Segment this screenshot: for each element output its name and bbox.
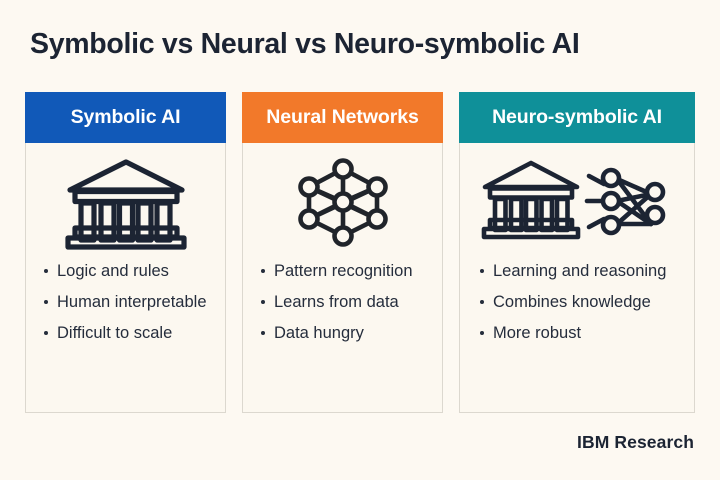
card-header-neuro-symbolic-ai: Neuro-symbolic AI — [459, 92, 695, 143]
list-item: Learning and reasoning — [478, 261, 682, 281]
list-item: Learns from data — [259, 292, 430, 312]
temple-part — [481, 160, 581, 240]
list-item: Data hungry — [259, 323, 430, 343]
bullet-list-symbolic-ai: Logic and rules Human interpretable Diff… — [26, 261, 225, 412]
list-item: Combines knowledge — [478, 292, 682, 312]
list-item: Logic and rules — [42, 261, 213, 281]
card-neuro-symbolic-ai: Neuro-symbolic AI — [459, 92, 695, 413]
footer-brand: IBM Research — [577, 432, 694, 452]
list-item: More robust — [478, 323, 682, 343]
temple-plus-network-icon — [460, 143, 694, 261]
card-symbolic-ai: Symbolic AI Logic and rules Human interp… — [25, 92, 226, 413]
bullet-list-neuro-symbolic-ai: Learning and reasoning Combines knowledg… — [460, 261, 694, 412]
list-item: Difficult to scale — [42, 323, 213, 343]
card-header-symbolic-ai: Symbolic AI — [25, 92, 226, 143]
classical-temple-icon — [26, 143, 225, 261]
bullet-list-neural-networks: Pattern recognition Learns from data Dat… — [243, 261, 442, 412]
card-row: Symbolic AI Logic and rules Human interp… — [25, 92, 695, 413]
list-item: Human interpretable — [42, 292, 213, 312]
list-item: Pattern recognition — [259, 261, 430, 281]
neural-network-graph-icon — [243, 143, 442, 261]
network-part — [584, 167, 666, 236]
page-title: Symbolic vs Neural vs Neuro-symbolic AI — [30, 28, 580, 60]
card-neural-networks: Neural Networks — [242, 92, 443, 413]
card-header-neural-networks: Neural Networks — [242, 92, 443, 143]
